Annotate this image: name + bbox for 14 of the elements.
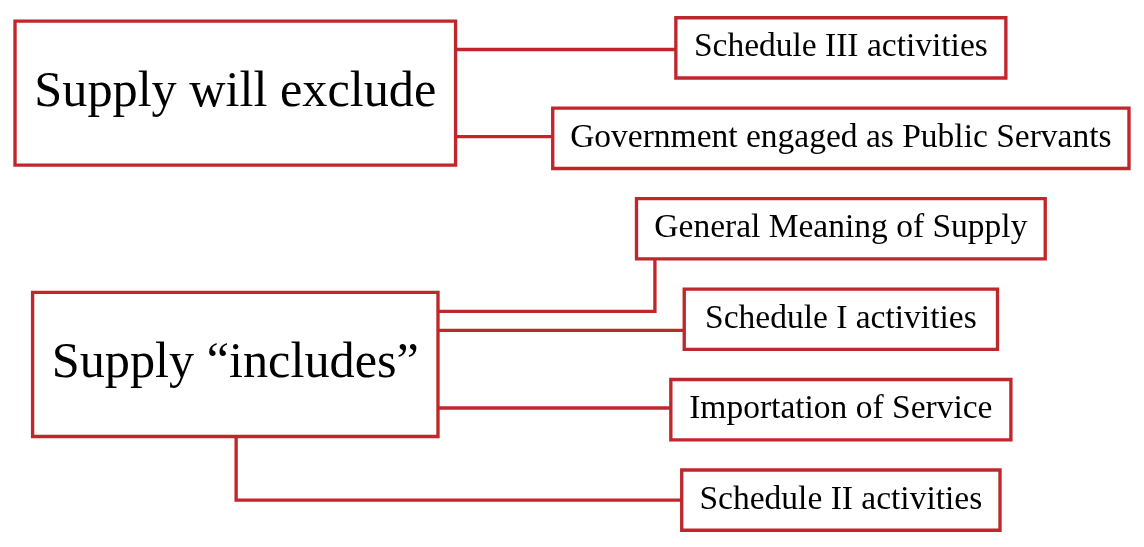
connector <box>438 258 657 313</box>
node-box: Schedule III activities <box>674 15 1008 80</box>
connector <box>234 436 682 502</box>
connector <box>438 328 684 332</box>
node-box: Government engaged as Public Servants <box>551 106 1131 170</box>
node-box: Importation of Service <box>669 377 1013 441</box>
connector <box>455 134 553 138</box>
node-box: Schedule I activities <box>682 286 1000 351</box>
node-box: Schedule II activities <box>680 467 1002 532</box>
connector <box>438 405 671 410</box>
node-box: General Meaning of Supply <box>634 196 1047 261</box>
connector <box>455 47 676 51</box>
node-box: Supply will exclude <box>13 18 458 167</box>
node-box: Supply “includes” <box>30 290 440 438</box>
